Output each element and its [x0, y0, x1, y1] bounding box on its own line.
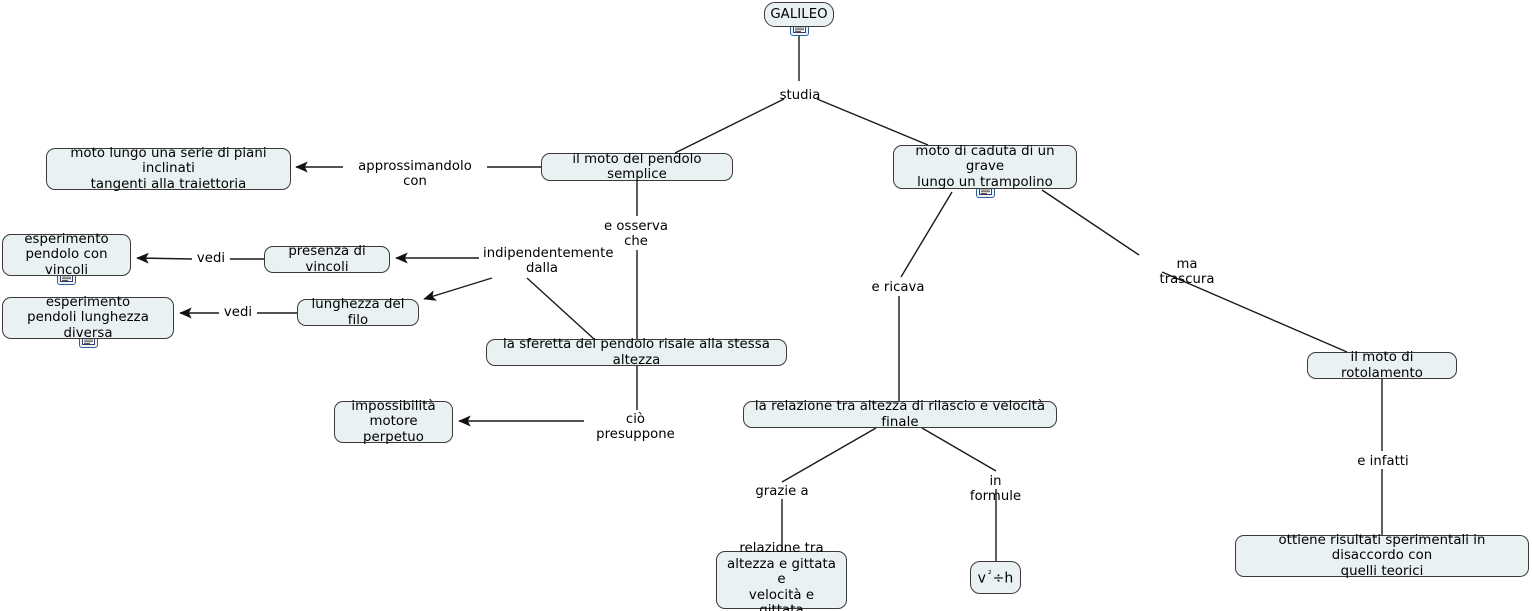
node-label: il moto di rotolamento — [1341, 350, 1423, 381]
node-label: ottiene risultati sperimentali in disacc… — [1278, 532, 1486, 579]
node-caduta[interactable]: moto di caduta di un grave lungo un tram… — [893, 143, 1077, 190]
node-label: relazione tra altezza e gittata e veloci… — [727, 541, 836, 611]
edge-label-eosserva[interactable]: e osserva che — [604, 219, 668, 250]
edge-label-matrascura[interactable]: ma trascura — [1159, 257, 1215, 288]
edge-label-graziea[interactable]: grazie a — [755, 484, 809, 499]
edge-label-ciopresuppone[interactable]: ciò presuppone — [596, 412, 675, 443]
node-label: la sferetta del pendolo risale alla stes… — [503, 337, 770, 368]
node-label: lunghezza del filo — [311, 297, 405, 328]
edge-caduta-to-ericava — [900, 191, 953, 278]
node-lunghezzafilo[interactable]: lunghezza del filo — [297, 297, 419, 328]
edge-relazione-to-informule — [921, 427, 997, 472]
edge-vedi-to-espvincoli — [136, 252, 193, 264]
node-label: GALILEO — [770, 6, 828, 22]
node-label: presenza di vincoli — [288, 244, 366, 275]
node-label: impossibilità motore perpetuo — [351, 398, 436, 445]
edge-label-einfatti[interactable]: e infatti — [1357, 454, 1409, 469]
node-sferetta[interactable]: la sferetta del pendolo risale alla stes… — [486, 337, 787, 368]
node-label: moto lungo una serie di piani inclinati … — [70, 145, 267, 192]
node-relgittata[interactable]: relazione tra altezza e gittata e veloci… — [716, 541, 847, 611]
edge-label-indipendentemente[interactable]: indipendentemente dalla — [483, 246, 614, 277]
edge-label-informule[interactable]: in formule — [969, 474, 1022, 505]
edge-label-ericava[interactable]: e ricava — [871, 280, 925, 295]
node-label: esperimento pendolo con vincoli — [24, 231, 109, 278]
node-relazione[interactable]: la relazione tra altezza di rilascio e v… — [743, 399, 1057, 430]
node-label: il moto del pendolo semplice — [572, 151, 702, 182]
edge-caduta-to-matrascura — [1041, 189, 1140, 256]
edge-studia-to-caduta — [816, 98, 929, 146]
node-label: moto di caduta di un grave lungo un tram… — [915, 143, 1055, 190]
edge-indipendentemente-to-lunghezza — [423, 277, 493, 301]
node-galileo[interactable]: GALILEO — [764, 2, 834, 27]
node-motoreperpetuo[interactable]: impossibilità motore perpetuo — [334, 398, 453, 445]
node-pendolo[interactable]: il moto del pendolo semplice — [541, 151, 733, 182]
node-disaccordo[interactable]: ottiene risultati sperimentali in disacc… — [1235, 532, 1529, 579]
node-esplunghezza[interactable]: esperimento pendoli lunghezza diversa — [2, 294, 174, 341]
edge-indipendentemente-to-sferetta — [526, 277, 595, 340]
node-label: la relazione tra altezza di rilascio e v… — [754, 399, 1046, 430]
edge-label-vedi-lunghezza[interactable]: vedi — [223, 305, 253, 320]
edge-label-approssimandolo[interactable]: approssimandolo con — [358, 159, 472, 190]
node-label: esperimento pendoli lunghezza diversa — [27, 294, 149, 341]
node-espvincoli[interactable]: esperimento pendolo con vincoli — [2, 231, 131, 278]
edge-label-studia[interactable]: studia — [779, 88, 821, 103]
node-rotolamento[interactable]: il moto di rotolamento — [1307, 350, 1457, 381]
edge-studia-to-pendolo — [674, 98, 785, 154]
node-vincoli[interactable]: presenza di vincoli — [264, 244, 390, 275]
edge-label-vedi-vincoli[interactable]: vedi — [196, 251, 226, 266]
edge-relazione-to-graziea — [781, 427, 877, 483]
node-pianiinclinati[interactable]: moto lungo una serie di piani inclinati … — [46, 145, 291, 192]
